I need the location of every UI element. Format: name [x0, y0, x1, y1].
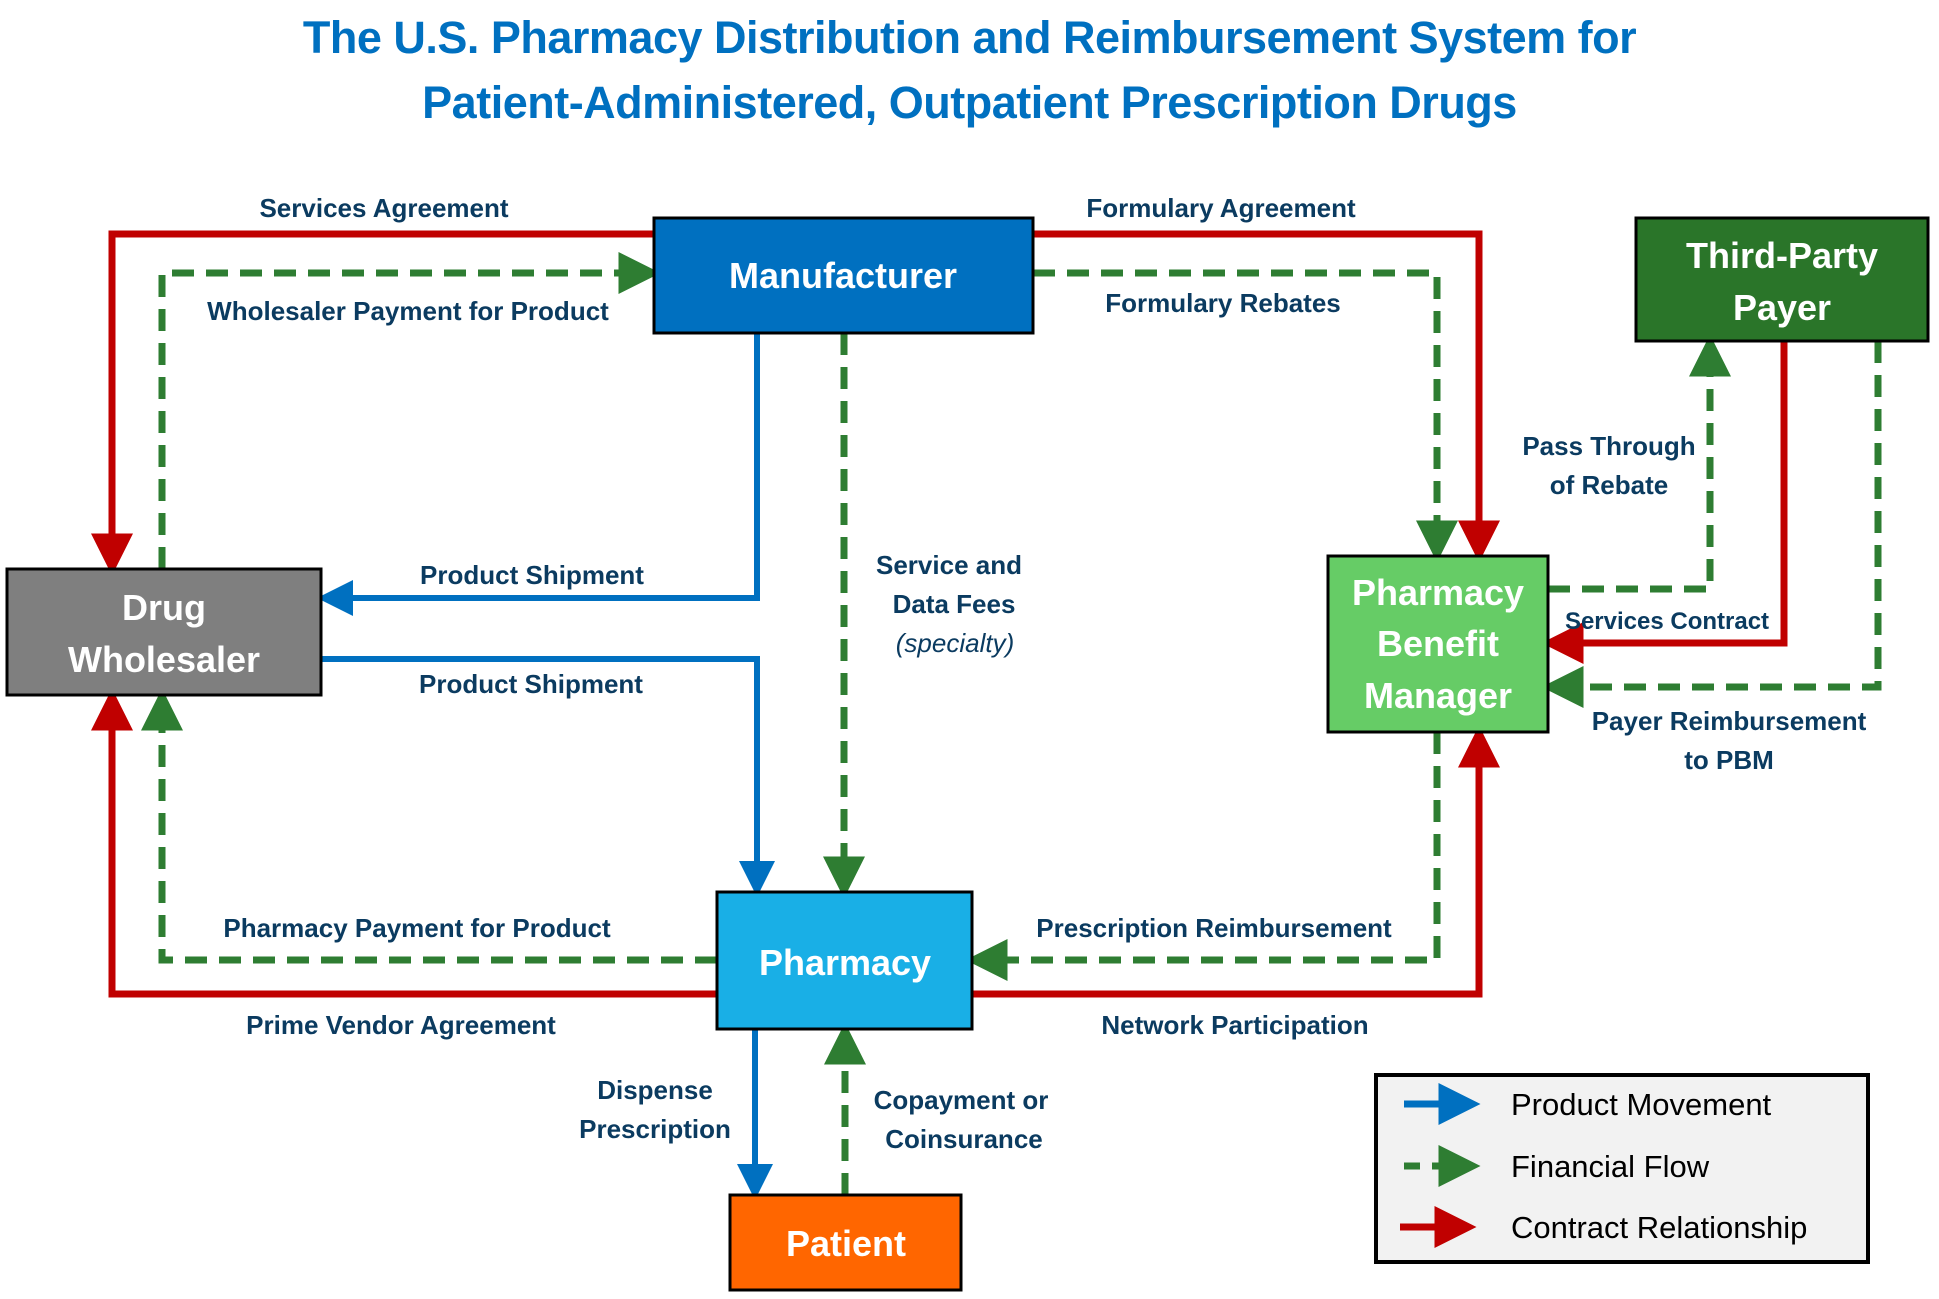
node-pharmacy-label: Pharmacy	[759, 942, 931, 983]
edge-formulary-agreement	[1033, 230, 1500, 563]
label-pass-through-rebate-2: of Rebate	[1550, 470, 1668, 500]
label-pharmacy-payment: Pharmacy Payment for Product	[223, 913, 611, 943]
node-pbm-label-1: Pharmacy	[1352, 572, 1524, 613]
node-pbm-label-3: Manager	[1364, 675, 1512, 716]
node-drug-wholesaler-label-2: Wholesaler	[68, 639, 260, 680]
legend: Product Movement Financial Flow Contract…	[1374, 1073, 1870, 1264]
label-service-data-fees-specialty: (specialty)	[896, 628, 1014, 658]
label-prime-vendor-agreement: Prime Vendor Agreement	[246, 1010, 556, 1040]
node-manufacturer-label: Manufacturer	[729, 255, 957, 296]
diagram-title-line-1: The U.S. Pharmacy Distribution and Reimb…	[302, 12, 1637, 63]
node-patient: Patient	[728, 1193, 963, 1292]
edge-product-shipment-2	[321, 656, 775, 897]
edge-wholesaler-payment	[158, 252, 661, 569]
edge-prime-vendor-agreement	[91, 688, 717, 998]
node-third-party-payer-label-1: Third-Party	[1686, 235, 1878, 276]
node-pbm: Pharmacy Benefit Manager	[1326, 554, 1550, 734]
label-services-contract: Services Contract	[1565, 608, 1769, 635]
edge-pass-through-rebate	[1548, 334, 1731, 593]
node-third-party-payer: Third-Party Payer	[1634, 216, 1930, 343]
edge-payer-reimbursement	[1541, 341, 1882, 708]
edge-network-participation	[972, 725, 1500, 998]
edge-formulary-rebates	[1033, 269, 1458, 563]
node-manufacturer: Manufacturer	[652, 216, 1035, 335]
label-prescription-reimbursement: Prescription Reimbursement	[1036, 913, 1392, 943]
legend-item-contract-relationship: Contract Relationship	[1400, 1206, 1807, 1248]
edge-prescription-reimbursement	[965, 732, 1441, 981]
legend-item-product-movement: Product Movement	[1404, 1083, 1772, 1125]
node-drug-wholesaler: Drug Wholesaler	[5, 567, 323, 697]
diagram-title-line-2: Patient-Administered, Outpatient Prescri…	[422, 77, 1517, 128]
edge-services-contract	[1541, 341, 1788, 664]
label-formulary-agreement: Formulary Agreement	[1086, 193, 1356, 223]
legend-label-financial-flow: Financial Flow	[1511, 1149, 1710, 1184]
edge-pharmacy-payment	[141, 688, 717, 964]
edge-product-shipment-1	[317, 333, 760, 616]
label-copayment-1: Copayment or	[874, 1085, 1049, 1115]
node-third-party-payer-label-2: Payer	[1733, 287, 1831, 328]
label-product-shipment-2: Product Shipment	[419, 669, 643, 699]
node-pbm-label-2: Benefit	[1377, 623, 1499, 664]
label-payer-reimbursement-1: Payer Reimbursement	[1592, 706, 1867, 736]
label-dispense-prescription-2: Prescription	[579, 1114, 731, 1144]
legend-item-financial-flow: Financial Flow	[1404, 1145, 1710, 1187]
label-formulary-rebates: Formulary Rebates	[1105, 288, 1341, 318]
label-service-data-fees-2: Data Fees	[893, 589, 1016, 619]
label-payer-reimbursement-2: to PBM	[1684, 745, 1774, 775]
edge-services-agreement	[91, 230, 654, 576]
label-wholesaler-payment: Wholesaler Payment for Product	[207, 296, 609, 326]
node-pharmacy: Pharmacy	[715, 890, 974, 1031]
label-product-shipment-1: Product Shipment	[420, 560, 644, 590]
label-dispense-prescription-1: Dispense	[597, 1075, 713, 1105]
label-service-data-fees-1: Service and	[876, 550, 1022, 580]
legend-label-product-movement: Product Movement	[1511, 1087, 1772, 1122]
node-drug-wholesaler-label-1: Drug	[122, 587, 206, 628]
label-network-participation: Network Participation	[1101, 1010, 1368, 1040]
node-patient-label: Patient	[786, 1223, 906, 1264]
label-pass-through-rebate-1: Pass Through	[1522, 431, 1695, 461]
label-copayment-2: Coinsurance	[885, 1124, 1043, 1154]
legend-label-contract-relationship: Contract Relationship	[1511, 1210, 1807, 1245]
label-services-agreement: Services Agreement	[259, 193, 508, 223]
